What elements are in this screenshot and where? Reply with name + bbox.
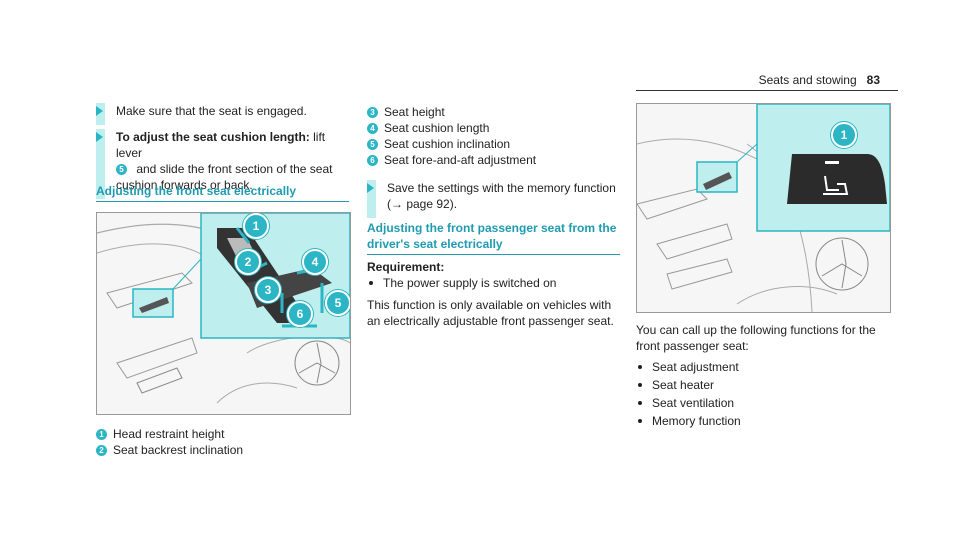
legend-text: Seat cushion length [384,121,490,135]
column-1: Make sure that the seat is engaged. To a… [96,103,349,203]
page-number: 83 [866,73,880,87]
header-divider [636,90,898,91]
legend-item: 2 Seat backrest inclination [96,442,349,458]
step-save-memory: Save the settings with the memory functi… [367,180,620,218]
step-bold-text: To adjust the seat cushion length: [116,130,310,144]
step-text-continued: and slide the front section of the seat … [116,162,333,192]
legend-text: Head restraint height [113,427,225,441]
list-item-text: Seat adjustment [652,360,739,374]
list-item: Memory function [636,412,889,430]
requirement-block: Requirement: The power supply is switche… [367,259,620,329]
figure-callout-5: 5 [325,290,350,316]
door-switch-illustration [637,104,890,312]
legend-item: 3 Seat height [367,104,620,120]
number-badge: 5 [367,139,378,150]
step-arrow-icon [96,106,103,116]
list-item: Seat adjustment [636,358,889,376]
requirement-text: The power supply is switched on [383,276,557,290]
legend-text: Seat fore-and-aft adjustment [384,153,537,167]
number-badge: 1 [96,429,107,440]
requirement-item: The power supply is switched on [367,275,620,291]
number-badge: 6 [367,155,378,166]
section-heading-front-seat: Adjusting the front seat electrically [96,183,349,202]
list-item-text: Memory function [652,414,741,428]
legend-text: Seat cushion inclination [384,137,511,151]
step-engage: Make sure that the seat is engaged. [96,103,349,125]
step-cushion-length: To adjust the seat cushion length: lift … [96,129,349,199]
requirement-label: Requirement: [367,260,445,274]
legend-item: 5 Seat cushion inclination [367,136,620,152]
section-heading-passenger-seat: Adjusting the front passenger seat from … [367,220,620,255]
section-title: Seats and stowing [758,73,857,87]
list-item: Seat ventilation [636,394,889,412]
number-badge: 5 [116,164,127,175]
legend-item: 4 Seat cushion length [367,120,620,136]
figure-callout-3: 3 [255,277,281,303]
bullet-icon [638,418,642,423]
bullet-icon [638,400,642,405]
functions-list: Seat adjustment Seat heater Seat ventila… [636,358,889,430]
legend-text: Seat backrest inclination [113,443,244,457]
figure-callout-2: 2 [235,249,261,275]
front-seat-figure: 1 2 3 4 5 6 [96,212,351,415]
legend-item: 6 Seat fore-and-aft adjustment [367,152,620,168]
list-item-text: Seat ventilation [652,396,735,410]
figure-callout-6: 6 [287,301,313,327]
number-badge: 3 [367,107,378,118]
list-item: Seat heater [636,376,889,394]
bullet-icon [369,280,373,285]
number-badge: 4 [367,123,378,134]
bullet-icon [638,382,642,387]
list-item-text: Seat heater [652,378,715,392]
passenger-seat-figure: 1 [636,103,891,313]
page-reference[interactable]: (→ page 92). [387,197,458,211]
step-text: Save the settings with the memory functi… [387,181,616,195]
figure-callout-4: 4 [302,249,328,275]
page-header: Seats and stowing 83 [759,73,880,87]
figure-callout-1: 1 [243,213,269,239]
figure-1-legend: 1 Head restraint height 2 Seat backrest in… [96,426,349,458]
number-badge: 2 [96,445,107,456]
bullet-icon [638,364,642,369]
column-3-text: You can call up the following functions … [636,322,889,430]
figure-callout-1: 1 [831,122,857,148]
step-arrow-icon [96,132,103,142]
legend-text: Seat height [384,105,445,119]
functions-intro: You can call up the following functions … [636,323,876,353]
legend-item: 1 Head restraint height [96,426,349,442]
step-arrow-icon [367,183,374,193]
step-text: Make sure that the seat is engaged. [116,104,307,118]
step-text: lift lever [116,130,326,160]
requirement-paragraph: This function is only available on vehic… [367,298,614,328]
